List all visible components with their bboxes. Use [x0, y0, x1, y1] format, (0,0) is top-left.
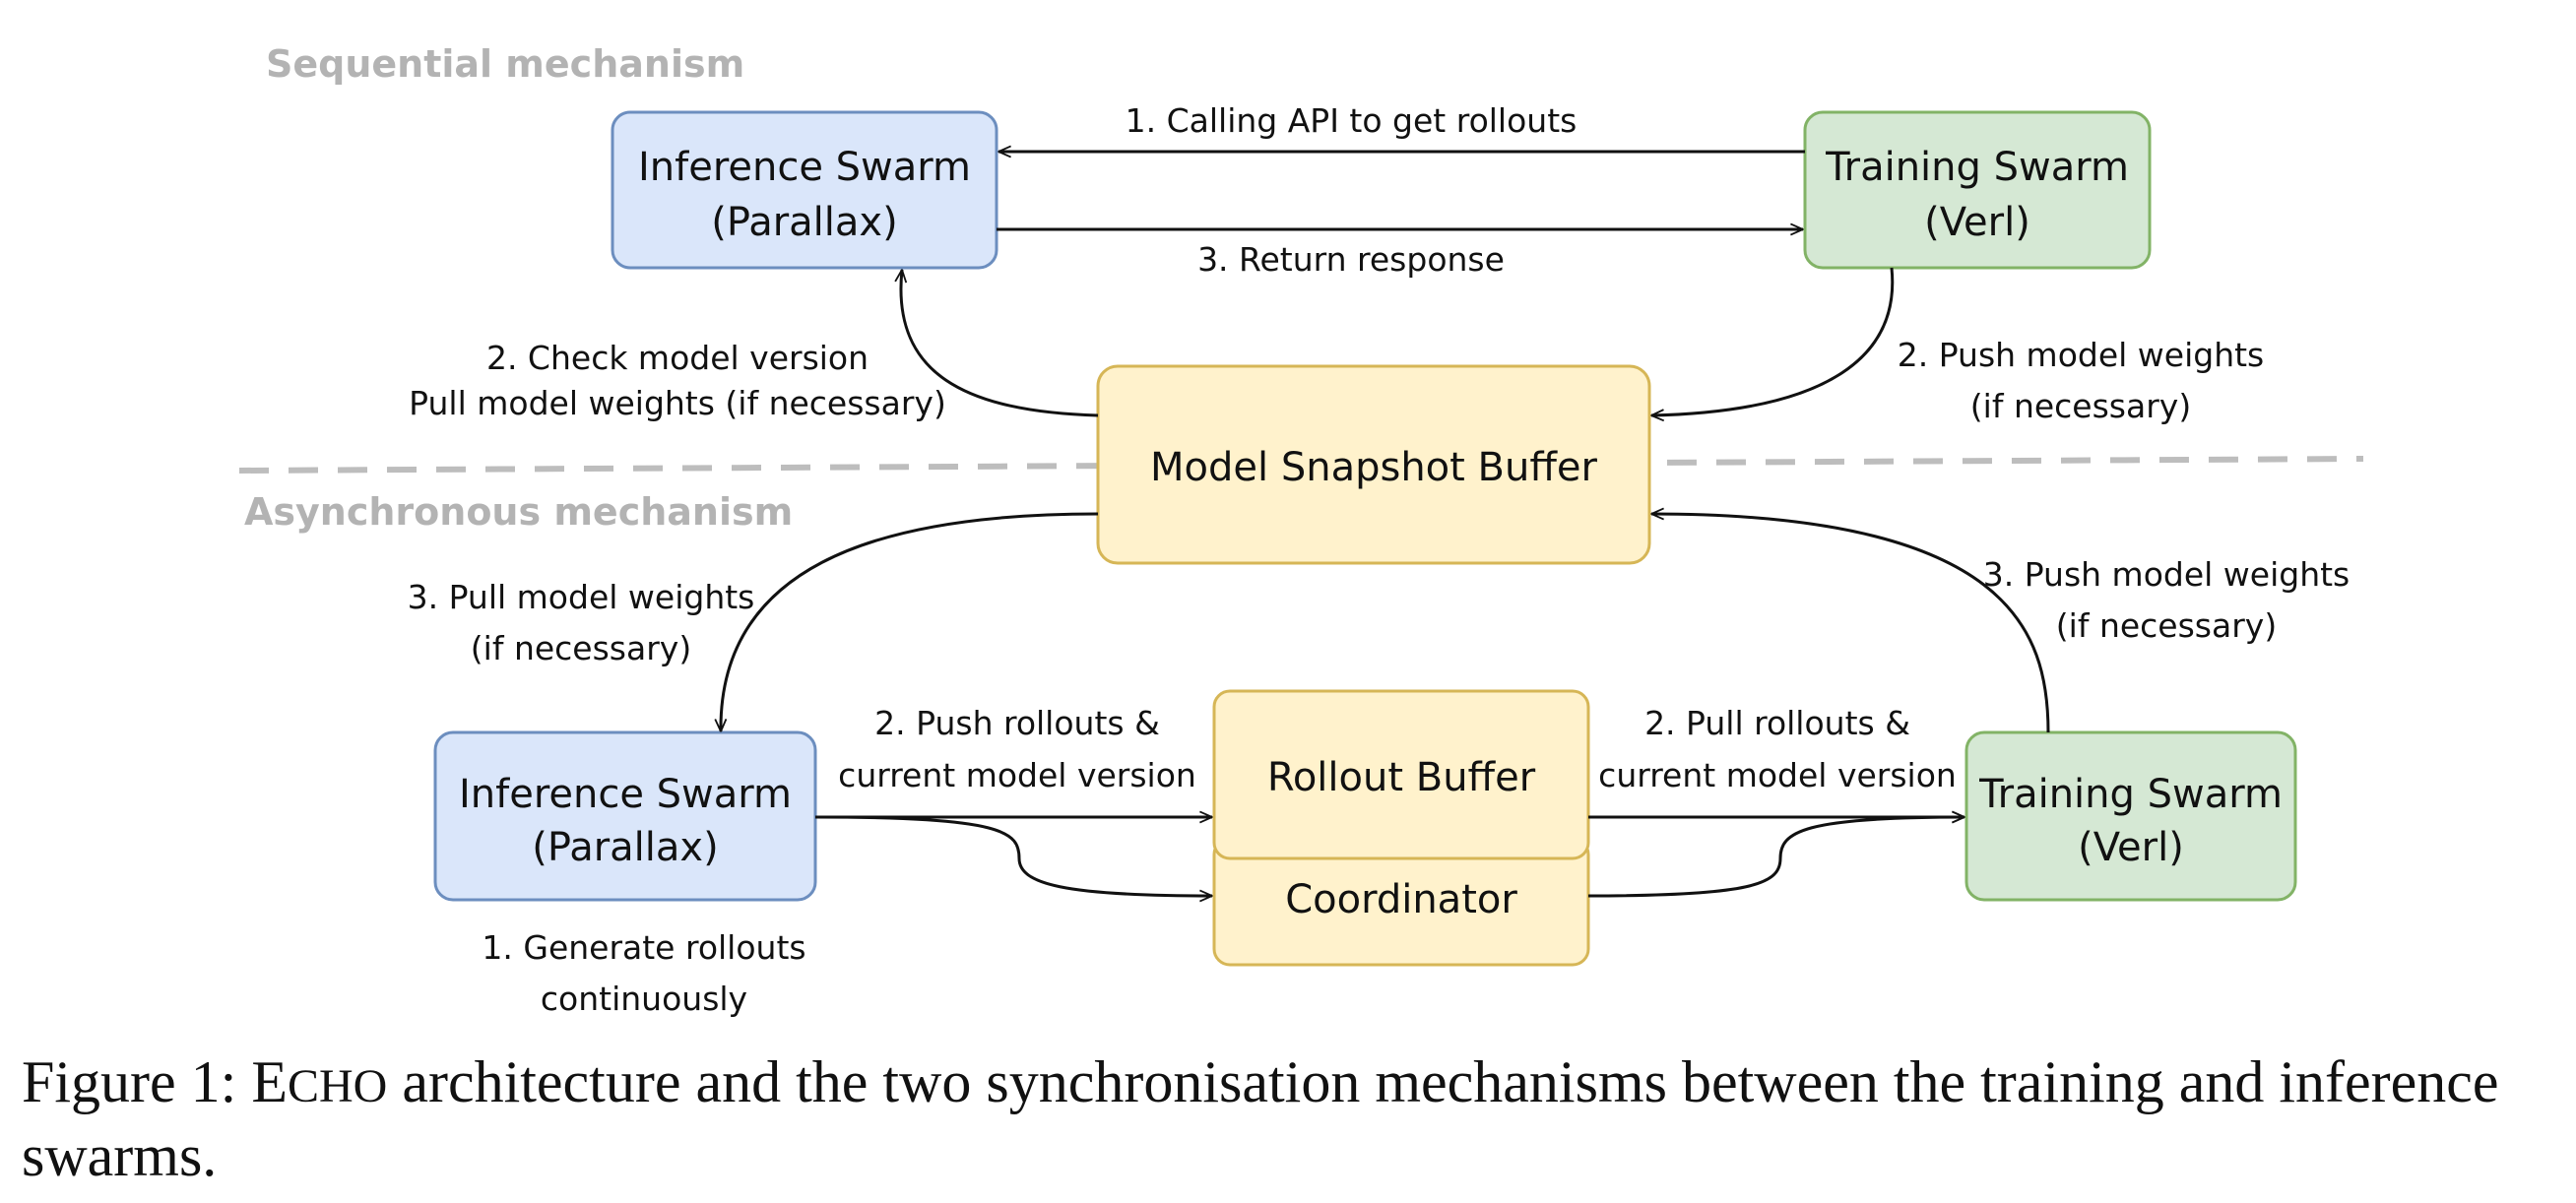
training-swarm-top-subtitle: (Verl)	[1924, 200, 2030, 245]
training-swarm-bottom-title: Training Swarm	[1978, 772, 2283, 817]
model-snapshot-buffer-node: Model Snapshot Buffer	[1096, 364, 1651, 565]
edge-label-push-weights-bottom-1: 3. Push model weights	[1983, 555, 2351, 594]
edge-check-model-version	[901, 270, 1099, 417]
training-swarm-bottom-subtitle: (Verl)	[2078, 825, 2184, 870]
caption-name-rest: CHO	[287, 1060, 388, 1112]
edge-label-push-rollouts-1: 2. Push rollouts &	[874, 704, 1160, 742]
edge-label-generate-1: 1. Generate rollouts	[482, 928, 805, 967]
edge-label-pull-rollouts-2: current model version	[1598, 756, 1957, 794]
coordinator-label: Coordinator	[1285, 877, 1517, 922]
inference-swarm-top-title: Inference Swarm	[638, 145, 971, 190]
section-title-sequential: Sequential mechanism	[266, 42, 744, 86]
edge-label-push-weights-bottom-2: (if necessary)	[2056, 606, 2277, 645]
training-swarm-bottom-node: Training Swarm (Verl)	[1964, 730, 2297, 902]
rollout-buffer-node	[1212, 689, 1590, 860]
edge-label-pull-weights-bottom-2: (if necessary)	[471, 629, 691, 667]
edge-label-push-weights-top-2: (if necessary)	[1970, 387, 2191, 425]
rollout-buffer-label: Rollout Buffer	[1267, 755, 1536, 800]
edge-label-push-rollouts-2: current model version	[838, 756, 1196, 794]
inference-swarm-top-subtitle: (Parallax)	[711, 200, 897, 245]
edge-label-check-version-1: 2. Check model version	[486, 339, 869, 377]
edge-push-version-to-coordinator	[814, 815, 1212, 896]
inference-swarm-top-node: Inference Swarm (Parallax)	[611, 110, 998, 270]
edge-push-weights-bottom	[1651, 514, 2050, 733]
caption-name-first: E	[251, 1049, 288, 1114]
training-swarm-top-node: Training Swarm (Verl)	[1803, 110, 2152, 270]
section-title-asynchronous: Asynchronous mechanism	[244, 490, 793, 534]
edge-label-calling-api: 1. Calling API to get rollouts	[1126, 101, 1578, 140]
inference-swarm-bottom-title: Inference Swarm	[459, 772, 792, 817]
edge-push-weights-top	[1651, 267, 1895, 415]
inference-swarm-bottom-subtitle: (Parallax)	[532, 825, 718, 870]
figure-caption: Figure 1: ECHO architecture and the two …	[22, 1047, 2562, 1190]
inference-swarm-bottom-node: Inference Swarm (Parallax)	[433, 730, 817, 902]
edge-label-push-weights-top-1: 2. Push model weights	[1898, 336, 2265, 374]
edge-label-pull-weights-bottom-1: 3. Pull model weights	[408, 578, 755, 616]
edge-label-pull-rollouts-1: 2. Pull rollouts &	[1644, 704, 1910, 742]
edge-label-return-response: 3. Return response	[1197, 240, 1505, 279]
rollout-coordinator-stack: Rollout Buffer Coordinator	[1212, 689, 1590, 967]
model-snapshot-buffer-label: Model Snapshot Buffer	[1150, 445, 1597, 490]
architecture-diagram: Sequential mechanism Asynchronous mechan…	[238, 42, 2364, 1018]
edge-label-check-version-2: Pull model weights (if necessary)	[409, 384, 946, 422]
edge-coordinator-to-training	[1587, 817, 1964, 898]
training-swarm-top-title: Training Swarm	[1825, 145, 2129, 190]
edge-pull-weights-bottom	[721, 512, 1099, 731]
caption-prefix: Figure 1:	[22, 1049, 252, 1114]
caption-text: architecture and the two synchronisation…	[22, 1049, 2499, 1188]
edge-label-generate-2: continuously	[541, 980, 747, 1018]
